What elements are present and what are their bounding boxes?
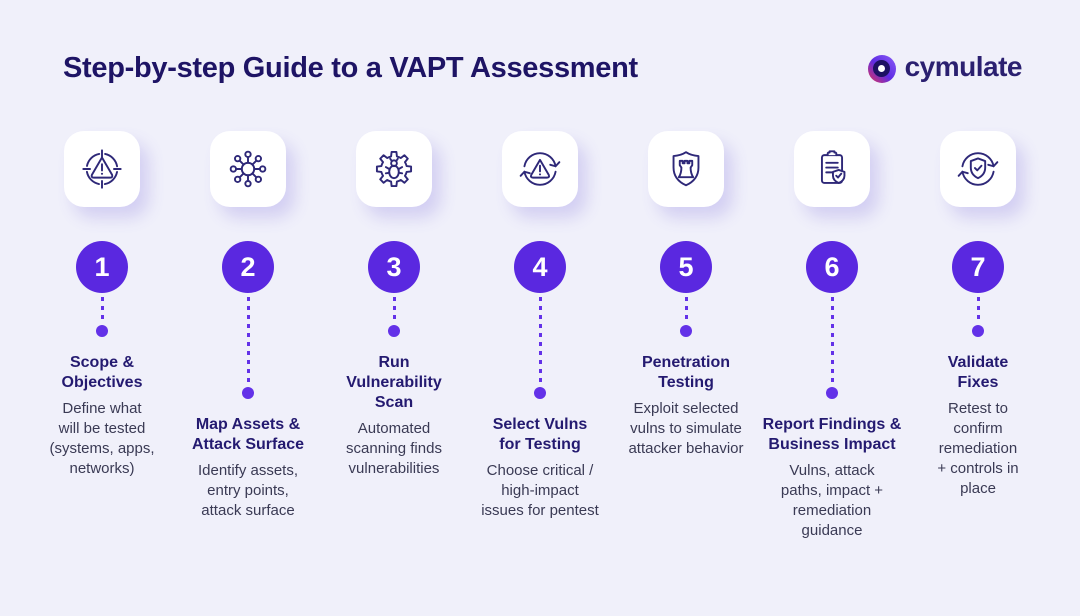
step-3-title: Run Vulnerability Scan <box>346 354 442 411</box>
step-7-connector <box>972 297 984 337</box>
step-7-number-badge: 7 <box>952 241 1004 293</box>
cymulate-logo-text: cymulate <box>904 51 1023 82</box>
step-1-icon-card <box>64 131 140 207</box>
step-7-icon-card <box>940 131 1016 207</box>
step-6: 6 Report Findings & Business Impact Vuln… <box>759 131 905 541</box>
step-2-connector <box>242 297 254 399</box>
page-title: Step-by-step Guide to a VAPT Assessment <box>63 52 638 84</box>
step-5-icon-card <box>648 131 724 207</box>
step-5: 5 Penetration Testing Exploit selected v… <box>613 131 759 541</box>
step-5-connector <box>680 297 692 337</box>
cymulate-logo-icon <box>867 54 896 83</box>
step-4-number-badge: 4 <box>514 241 566 293</box>
step-6-title: Report Findings & Business Impact <box>762 416 902 453</box>
step-2-number-badge: 2 <box>222 241 274 293</box>
step-2-title: Map Assets & Attack Surface <box>191 416 305 453</box>
target-warning-icon <box>82 149 122 189</box>
step-4-description: Choose critical / high-impact issues for… <box>481 462 599 519</box>
step-1-number-badge: 1 <box>76 241 128 293</box>
step-1-title: Scope & Objectives <box>61 354 143 391</box>
step-5-description: Exploit selected vulns to simulate attac… <box>628 400 744 457</box>
step-4-title: Select Vulns for Testing <box>492 416 588 453</box>
step-7: 7 Validate Fixes Retest to confirm remed… <box>905 131 1051 541</box>
step-1-connector <box>96 297 108 337</box>
step-4-icon-card <box>502 131 578 207</box>
gear-bug-icon <box>375 150 413 188</box>
warning-cycle-icon <box>519 152 561 186</box>
step-4-connector <box>534 297 546 399</box>
step-1: 1 Scope & Objectives Define what will be… <box>29 131 175 541</box>
step-3-icon-card <box>356 131 432 207</box>
step-5-title: Penetration Testing <box>641 354 730 391</box>
shield-rook-icon <box>672 151 700 187</box>
step-4: 4 Select Vulns for Testing Choose critic… <box>467 131 613 541</box>
step-3-description: Automated scanning finds vulnerabilities <box>346 420 442 477</box>
step-1-description: Define what will be tested (systems, app… <box>49 400 155 477</box>
step-6-connector <box>826 297 838 399</box>
step-2: 2 Map Assets & Attack Surface Identify a… <box>175 131 321 541</box>
step-6-number-badge: 6 <box>806 241 858 293</box>
steps-row: 1 Scope & Objectives Define what will be… <box>0 131 1080 541</box>
step-2-description: Identify assets, entry points, attack su… <box>197 462 299 519</box>
shield-check-cycle-icon <box>957 152 999 186</box>
step-7-title: Validate Fixes <box>947 354 1009 391</box>
step-3: 3 Run Vulnerability Scan Automated scann… <box>321 131 467 541</box>
step-6-description: Vulns, attack paths, impact + remediatio… <box>780 462 884 539</box>
cymulate-logo: cymulate <box>867 51 1023 83</box>
header: Step-by-step Guide to a VAPT Assessment … <box>0 0 1080 85</box>
step-7-description: Retest to confirm remediation + controls… <box>937 400 1019 497</box>
step-6-icon-card <box>794 131 870 207</box>
step-2-icon-card <box>210 131 286 207</box>
network-map-icon <box>229 150 267 188</box>
clipboard-shield-icon <box>820 150 846 184</box>
step-3-connector <box>388 297 400 337</box>
step-3-number-badge: 3 <box>368 241 420 293</box>
step-5-number-badge: 5 <box>660 241 712 293</box>
